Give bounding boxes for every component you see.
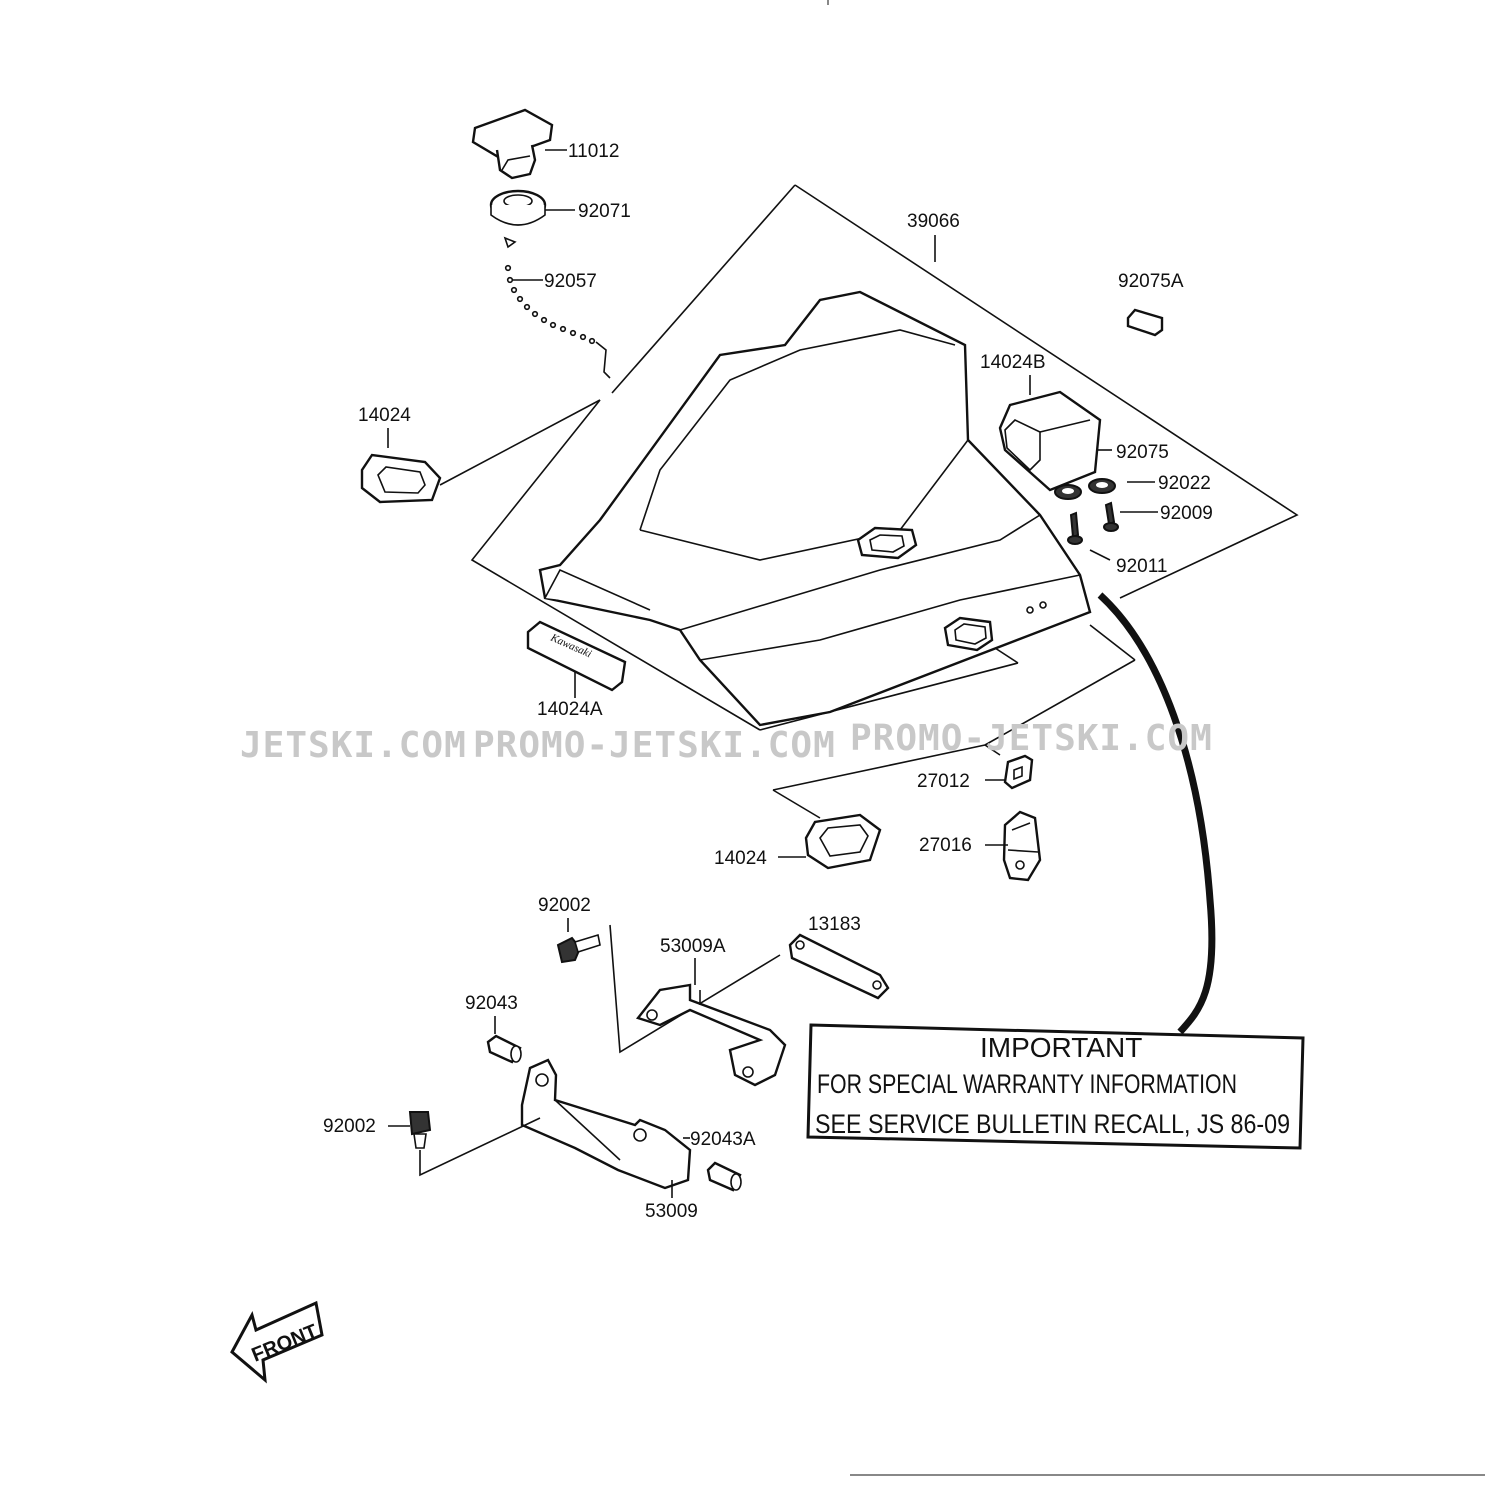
bolt-92002-top[interactable] <box>556 933 601 964</box>
watermark: JETSKI.COM PROMO-JETSKI.COM PROMO-JETSKI… <box>240 718 1213 766</box>
part-label-92011: 92011 <box>1116 556 1167 577</box>
part-label-14024A: 14024A <box>537 699 603 720</box>
washer-92022[interactable] <box>1054 478 1116 500</box>
part-label-92043A: 92043A <box>690 1129 756 1150</box>
watermark-2: PROMO-JETSKI.COM <box>473 725 836 766</box>
part-label-53009: 53009 <box>645 1201 698 1222</box>
pad-92075A[interactable] <box>1126 308 1164 337</box>
bolt-92002-bottom[interactable] <box>408 1111 432 1149</box>
part-label-13183: 13183 <box>808 914 861 935</box>
vent-grommet-14024-bottom[interactable] <box>804 813 882 870</box>
part-label-92002-top: 92002 <box>538 895 591 916</box>
notice-leader-line <box>1097 592 1216 1035</box>
fuel-cap-11012[interactable] <box>471 108 554 180</box>
bracket-53009A[interactable] <box>635 983 787 1087</box>
hood-cover-39066[interactable] <box>538 290 1092 727</box>
part-label-92075: 92075 <box>1116 442 1169 463</box>
important-notice: IMPORTANT FOR SPECIAL WARRANTY INFORMATI… <box>806 1023 1305 1150</box>
part-label-92022: 92022 <box>1158 473 1211 494</box>
notice-heading: IMPORTANT <box>980 1032 1142 1063</box>
collar-92043[interactable] <box>486 1034 522 1064</box>
badge-14024A[interactable]: Kawasaki <box>526 620 627 692</box>
part-label-92057: 92057 <box>544 271 597 292</box>
bracket-53009[interactable] <box>520 1058 692 1190</box>
front-arrow-icon: FRONT <box>230 1300 324 1384</box>
screw-92009[interactable] <box>1067 501 1119 545</box>
latch-27016[interactable] <box>1002 810 1042 882</box>
part-label-92009: 92009 <box>1160 503 1213 524</box>
part-label-39066: 39066 <box>907 211 960 232</box>
chain-92057[interactable] <box>503 236 611 379</box>
part-label-27016: 27016 <box>919 835 972 856</box>
part-label-14024B: 14024B <box>980 352 1046 373</box>
notice-line-2: SEE SERVICE BULLETIN RECALL, JS 86-09 <box>815 1109 1290 1139</box>
part-label-92043: 92043 <box>465 993 518 1014</box>
part-label-11012: 11012 <box>568 141 619 162</box>
part-label-53009A: 53009A <box>660 936 726 957</box>
part-label-14024-left: 14024 <box>358 405 411 426</box>
gasket-92071[interactable] <box>489 189 547 226</box>
plate-13183[interactable] <box>788 933 890 1000</box>
part-label-92071: 92071 <box>578 201 631 222</box>
collar-92043A[interactable] <box>706 1161 742 1192</box>
part-label-14024-bottom: 14024 <box>714 848 767 869</box>
assembly-frame <box>470 184 1299 731</box>
notice-line-1: FOR SPECIAL WARRANTY INFORMATION <box>817 1069 1237 1099</box>
vent-grommet-14024-left[interactable] <box>360 453 442 504</box>
latch-catch-27012[interactable] <box>1003 754 1034 790</box>
part-label-27012: 27012 <box>917 771 970 792</box>
air-duct-14024B[interactable] <box>998 390 1102 492</box>
part-label-92075A: 92075A <box>1118 271 1184 292</box>
watermark-1: JETSKI.COM <box>240 725 467 766</box>
watermark-3: PROMO-JETSKI.COM <box>850 718 1213 759</box>
part-label-92002-bottom: 92002 <box>323 1116 376 1137</box>
